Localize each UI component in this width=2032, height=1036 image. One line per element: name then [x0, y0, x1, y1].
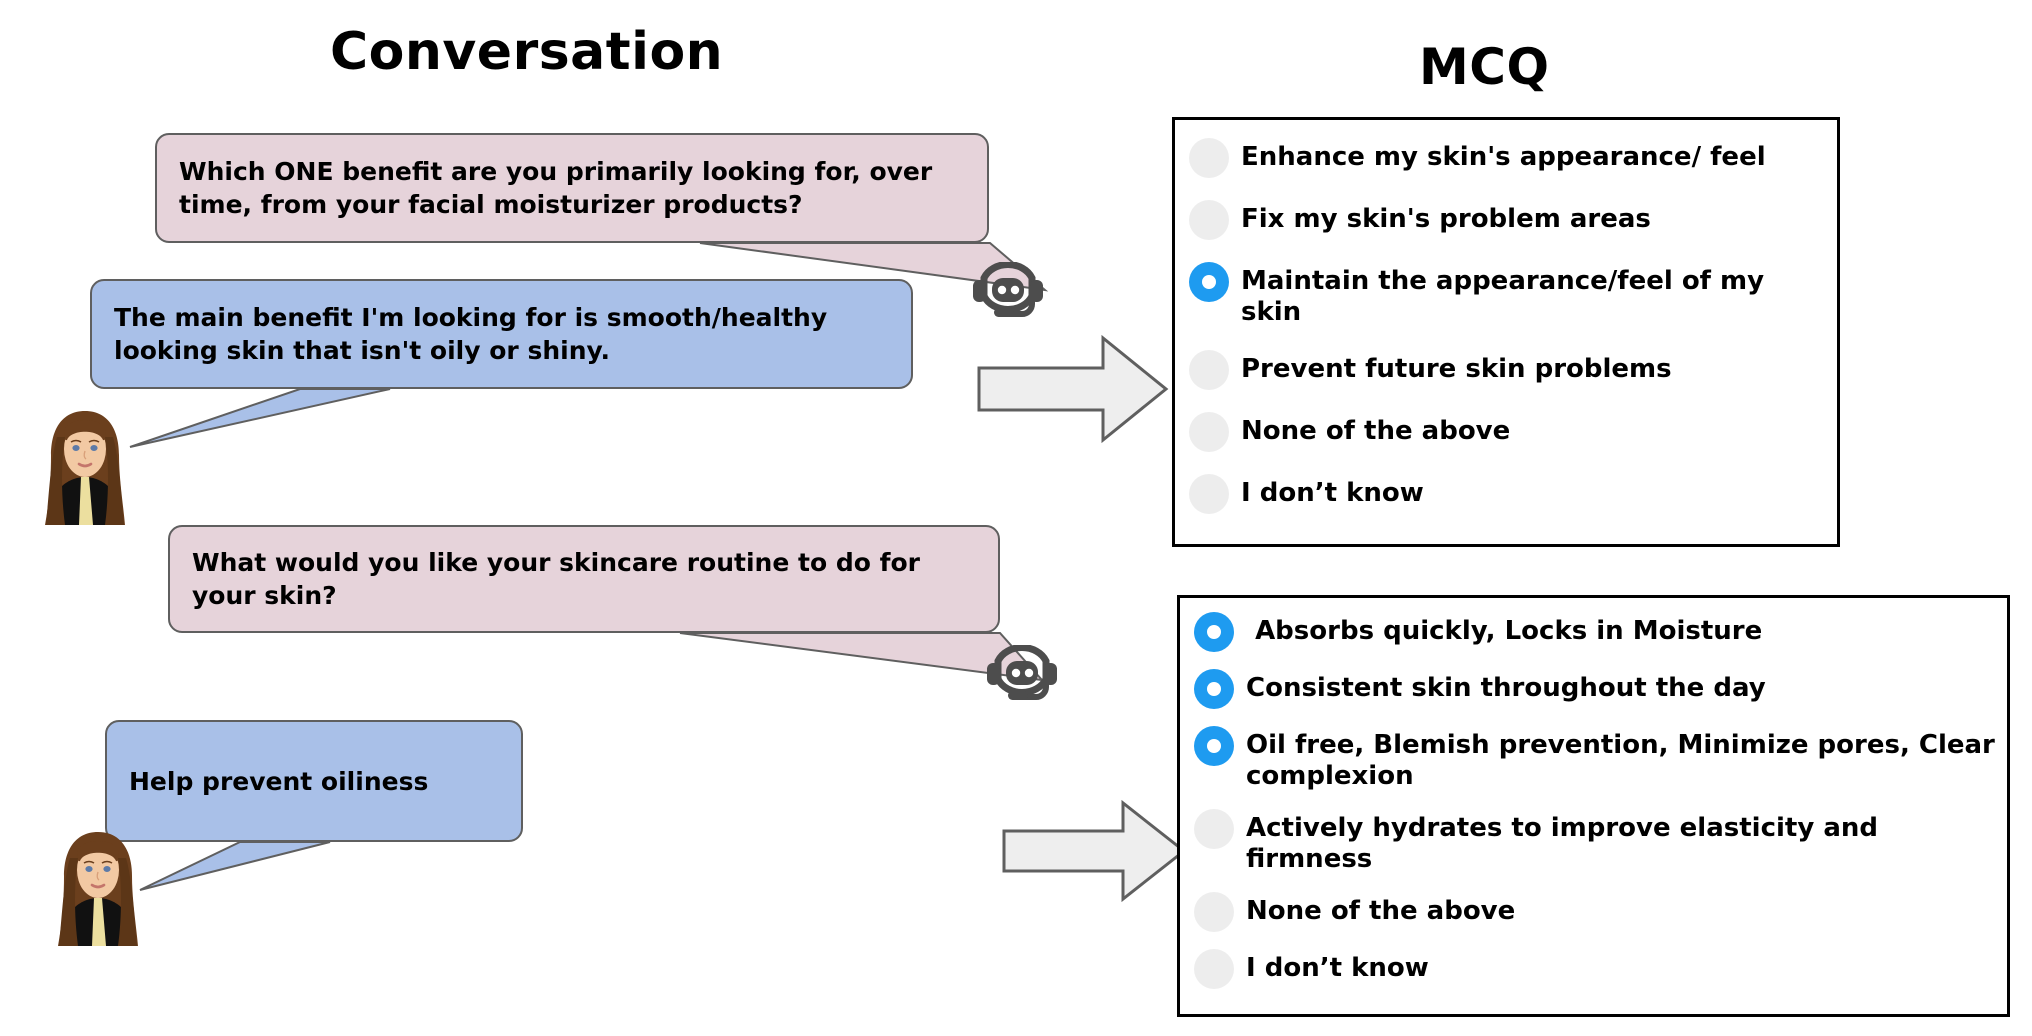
mcq-column-title: MCQ [1419, 38, 1550, 96]
mcq-option[interactable]: Consistent skin throughout the day [1194, 667, 1997, 724]
mcq-option[interactable]: None of the above [1189, 410, 1827, 472]
mcq-option[interactable]: Absorbs quickly, Locks in Moisture [1194, 610, 1997, 667]
bot-message-bubble-2: What would you like your skincare routin… [168, 525, 1000, 633]
mcq-option-label: Actively hydrates to improve elasticity … [1246, 813, 1888, 875]
radio-button-unselected-icon[interactable] [1189, 350, 1229, 391]
radio-button-unselected-icon[interactable] [1194, 949, 1234, 990]
bubble-tail-a2 [139, 841, 331, 891]
bot-message-bubble-1: Which ONE benefit are you primarily look… [155, 133, 989, 243]
user-message-text-2: Help prevent oiliness [129, 766, 429, 796]
mcq-option-label: Prevent future skin problems [1241, 354, 1672, 385]
mcq-option-label: None of the above [1246, 896, 1516, 927]
mcq-question-1-panel: Enhance my skin's appearance/ feel Fix m… [1172, 117, 1840, 547]
mcq-option-label: None of the above [1241, 416, 1511, 447]
mcq-option[interactable]: Actively hydrates to improve elasticity … [1194, 807, 1997, 890]
radio-button-selected-icon[interactable] [1194, 668, 1234, 709]
bubble-tail-a1 [129, 388, 391, 448]
mcq-option-label: Oil free, Blemish prevention, Minimize p… [1246, 729, 2004, 791]
mcq-option-label: Fix my skin's problem areas [1241, 203, 1651, 234]
radio-button-unselected-icon[interactable] [1189, 199, 1229, 240]
woman-avatar [45, 411, 125, 525]
mcq-option[interactable]: Maintain the appearance/feel of my skin [1189, 260, 1827, 348]
radio-button-selected-icon[interactable] [1189, 261, 1229, 302]
bot-message-text-1: Which ONE benefit are you primarily look… [179, 157, 933, 219]
mcq-option[interactable]: I don’t know [1189, 472, 1827, 534]
conversation-column-title: Conversation [330, 22, 724, 82]
chatbot-headset-icon [973, 262, 1043, 317]
mcq-option[interactable]: Enhance my skin's appearance/ feel [1189, 136, 1827, 198]
mcq-option[interactable]: Fix my skin's problem areas [1189, 198, 1827, 260]
chatbot-headset-icon [987, 645, 1057, 700]
mcq-option-label: Maintain the appearance/feel of my skin [1241, 265, 1774, 328]
mcq-option-list: Enhance my skin's appearance/ feel Fix m… [1175, 120, 1837, 544]
mcq-option[interactable]: None of the above [1194, 890, 1997, 947]
user-message-bubble-1: The main benefit I'm looking for is smoo… [90, 279, 913, 389]
mcq-option-label: Absorbs quickly, Locks in Moisture [1246, 616, 1763, 646]
radio-button-unselected-icon[interactable] [1194, 809, 1234, 849]
user-message-bubble-2: Help prevent oiliness [105, 720, 523, 842]
radio-button-unselected-icon[interactable] [1189, 138, 1229, 178]
bot-message-text-2: What would you like your skincare routin… [192, 548, 920, 610]
radio-button-selected-icon[interactable] [1194, 725, 1234, 766]
mcq-option-list: Absorbs quickly, Locks in Moisture Consi… [1180, 598, 2007, 1014]
mcq-option[interactable]: I don’t know [1194, 947, 1997, 1004]
flow-arrow-right [1002, 799, 1187, 903]
mcq-option-label: Consistent skin throughout the day [1246, 672, 1766, 703]
flow-arrow-right [977, 334, 1169, 444]
radio-button-unselected-icon[interactable] [1189, 474, 1229, 515]
user-message-text-1: The main benefit I'm looking for is smoo… [114, 303, 828, 365]
mcq-option[interactable]: Oil free, Blemish prevention, Minimize p… [1194, 724, 1997, 807]
mcq-option-label: I don’t know [1241, 478, 1424, 509]
radio-button-selected-icon[interactable] [1194, 612, 1234, 652]
mcq-option-label: Enhance my skin's appearance/ feel [1241, 142, 1766, 172]
woman-avatar [58, 832, 138, 946]
mcq-option-label: I don’t know [1246, 953, 1429, 984]
mcq-question-2-panel: Absorbs quickly, Locks in Moisture Consi… [1177, 595, 2010, 1017]
radio-button-unselected-icon[interactable] [1194, 892, 1234, 933]
radio-button-unselected-icon[interactable] [1189, 412, 1229, 453]
mcq-option[interactable]: Prevent future skin problems [1189, 348, 1827, 410]
